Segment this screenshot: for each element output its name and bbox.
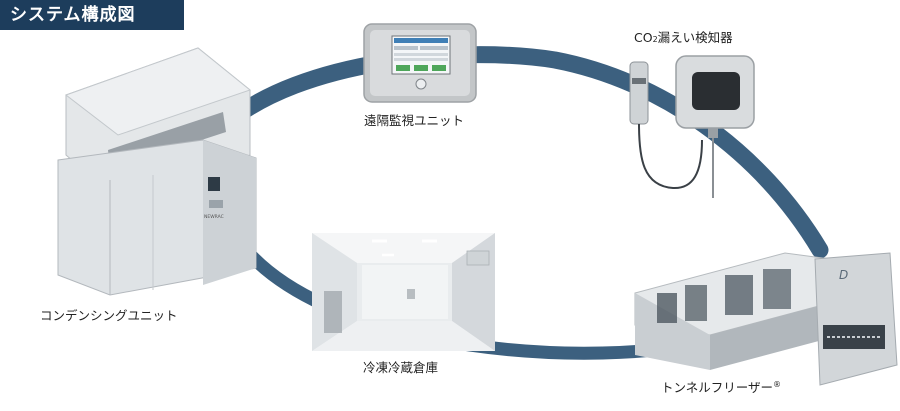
co2-detector-image (629, 55, 755, 198)
tunnel-freezer-image: D (634, 252, 898, 386)
remote-monitor-label: 遠隔監視ユニット (364, 113, 465, 128)
ring-upper-arc (216, 46, 829, 259)
condensing-unit-label: コンデンシングユニット (40, 308, 178, 323)
co2-detector-label: CO2漏えい検知器 (634, 27, 733, 46)
remote-monitor-image (363, 23, 477, 103)
co2-detector-label-sub: 2 (652, 35, 658, 44)
condensing-brand-text: NEWRAC (204, 214, 224, 220)
cold-storage-image (312, 233, 495, 351)
page-title: システム構成図 (0, 0, 184, 30)
co2-detector-label-suffix: 漏えい検知器 (657, 30, 733, 45)
tunnel-freezer-registered-mark: ® (773, 379, 782, 389)
co2-detector-label-prefix: CO (634, 30, 653, 45)
tunnel-freezer-label: トンネルフリーザー® (661, 377, 781, 396)
freezer-brand-text: D (839, 268, 848, 282)
tunnel-freezer-label-text: トンネルフリーザー (661, 380, 774, 395)
cold-storage-label: 冷凍冷蔵倉庫 (363, 360, 439, 375)
condensing-unit-image: NEWRAC (57, 47, 257, 296)
